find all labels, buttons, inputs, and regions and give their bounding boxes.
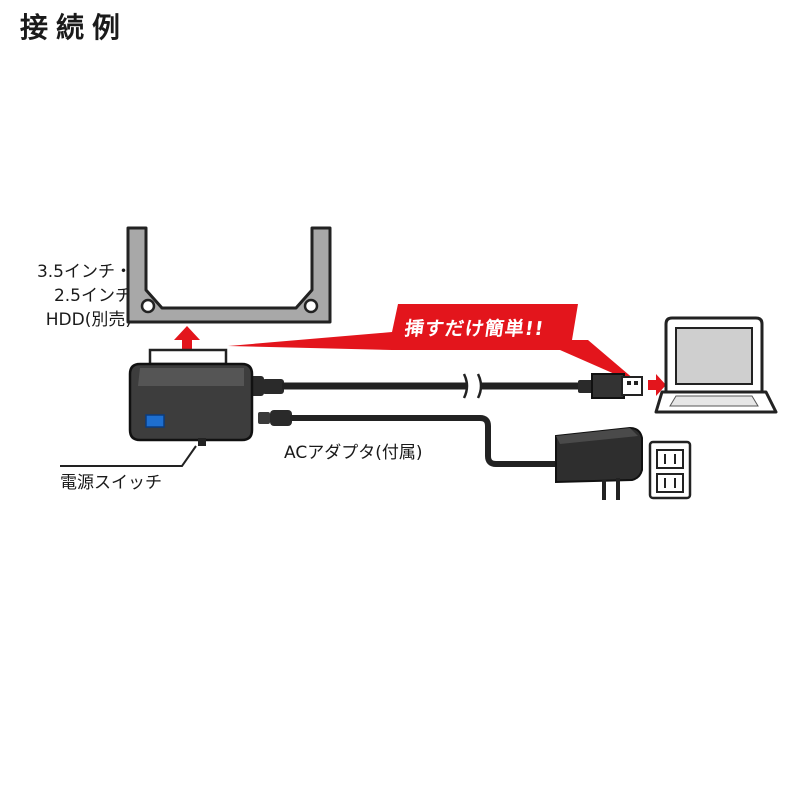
cable-break-icon (462, 373, 483, 399)
laptop-icon (654, 316, 778, 414)
callout-text: 挿すだけ簡単!! (403, 318, 546, 340)
power-switch[interactable] (198, 438, 206, 446)
switch-pointer-line (60, 445, 197, 467)
hdd-label-line-1: 3.5インチ・ (36, 262, 132, 282)
page-title: 接続例 (20, 11, 129, 44)
usb-cable (250, 373, 643, 399)
led-indicator (145, 414, 165, 428)
power-switch-label: 電源スイッチ (60, 473, 162, 493)
adapter-device (128, 348, 254, 446)
usb-arrow-icon (648, 374, 666, 396)
hdd-screw-hole-right (303, 298, 319, 314)
hdd-drive (126, 226, 332, 324)
wall-outlet-icon (648, 440, 692, 500)
hdd-screw-hole-left (140, 298, 156, 314)
insert-arrow-icon (174, 326, 200, 350)
dc-cable (258, 410, 556, 467)
ac-adapter-label: ACアダプタ(付属) (284, 443, 423, 463)
hdd-label: 3.5インチ・ 2.5インチ HDD(別売) (16, 260, 132, 332)
hdd-label-line-3: HDD(別売) (45, 310, 132, 330)
hdd-label-line-2: 2.5インチ (53, 286, 132, 306)
usb-plug-icon (621, 376, 643, 396)
ac-adapter-icon (555, 426, 643, 500)
callout-shape (228, 304, 642, 386)
